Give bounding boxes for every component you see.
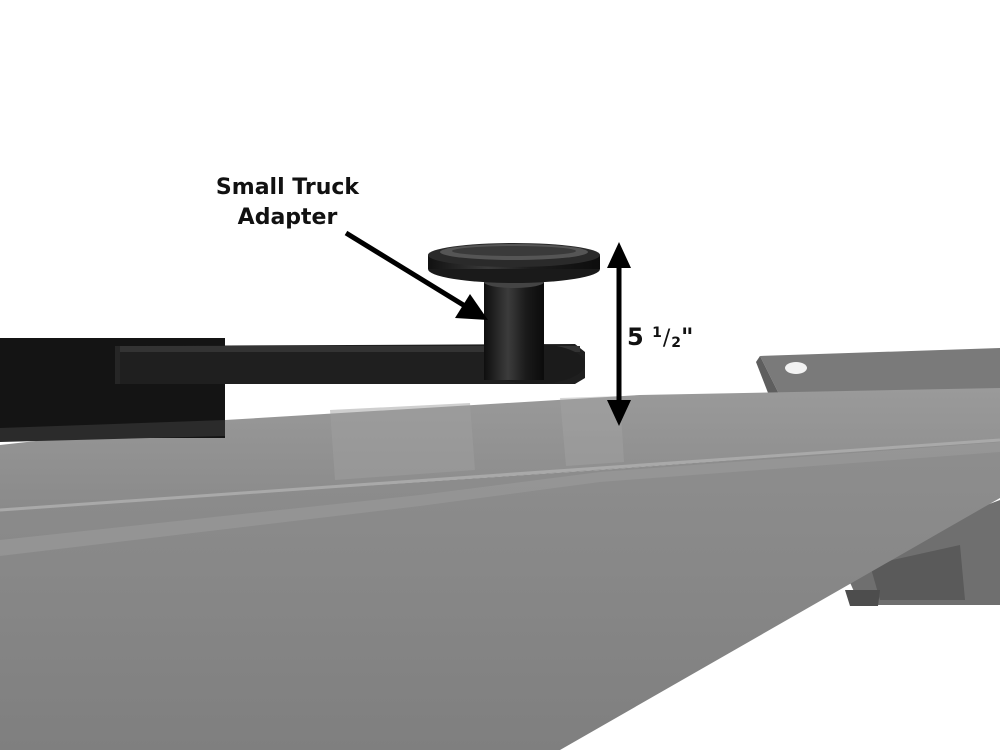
dimension-whole: 5 bbox=[627, 323, 644, 351]
bolt-hole bbox=[785, 362, 807, 374]
dimension-unit: " bbox=[680, 323, 694, 351]
dimension-numerator: 1 bbox=[652, 325, 662, 341]
dimension-arrow bbox=[607, 242, 631, 426]
dimension-slash: / bbox=[662, 326, 671, 351]
lift-arm bbox=[0, 338, 585, 442]
small-truck-adapter bbox=[428, 243, 600, 380]
rear-bracket bbox=[756, 348, 1000, 398]
height-dimension-label: 5 1/2" bbox=[627, 318, 694, 358]
callout-arrow bbox=[344, 230, 488, 320]
lift-runway bbox=[0, 388, 1000, 750]
dimension-denominator: 2 bbox=[671, 335, 681, 351]
adapter-label-line2: Adapter bbox=[237, 205, 338, 230]
adapter-callout-label: Small Truck Adapter bbox=[205, 173, 370, 233]
runway-support bbox=[840, 500, 1000, 606]
adapter-stem bbox=[484, 282, 544, 380]
adapter-label-line1: Small Truck bbox=[215, 175, 360, 200]
